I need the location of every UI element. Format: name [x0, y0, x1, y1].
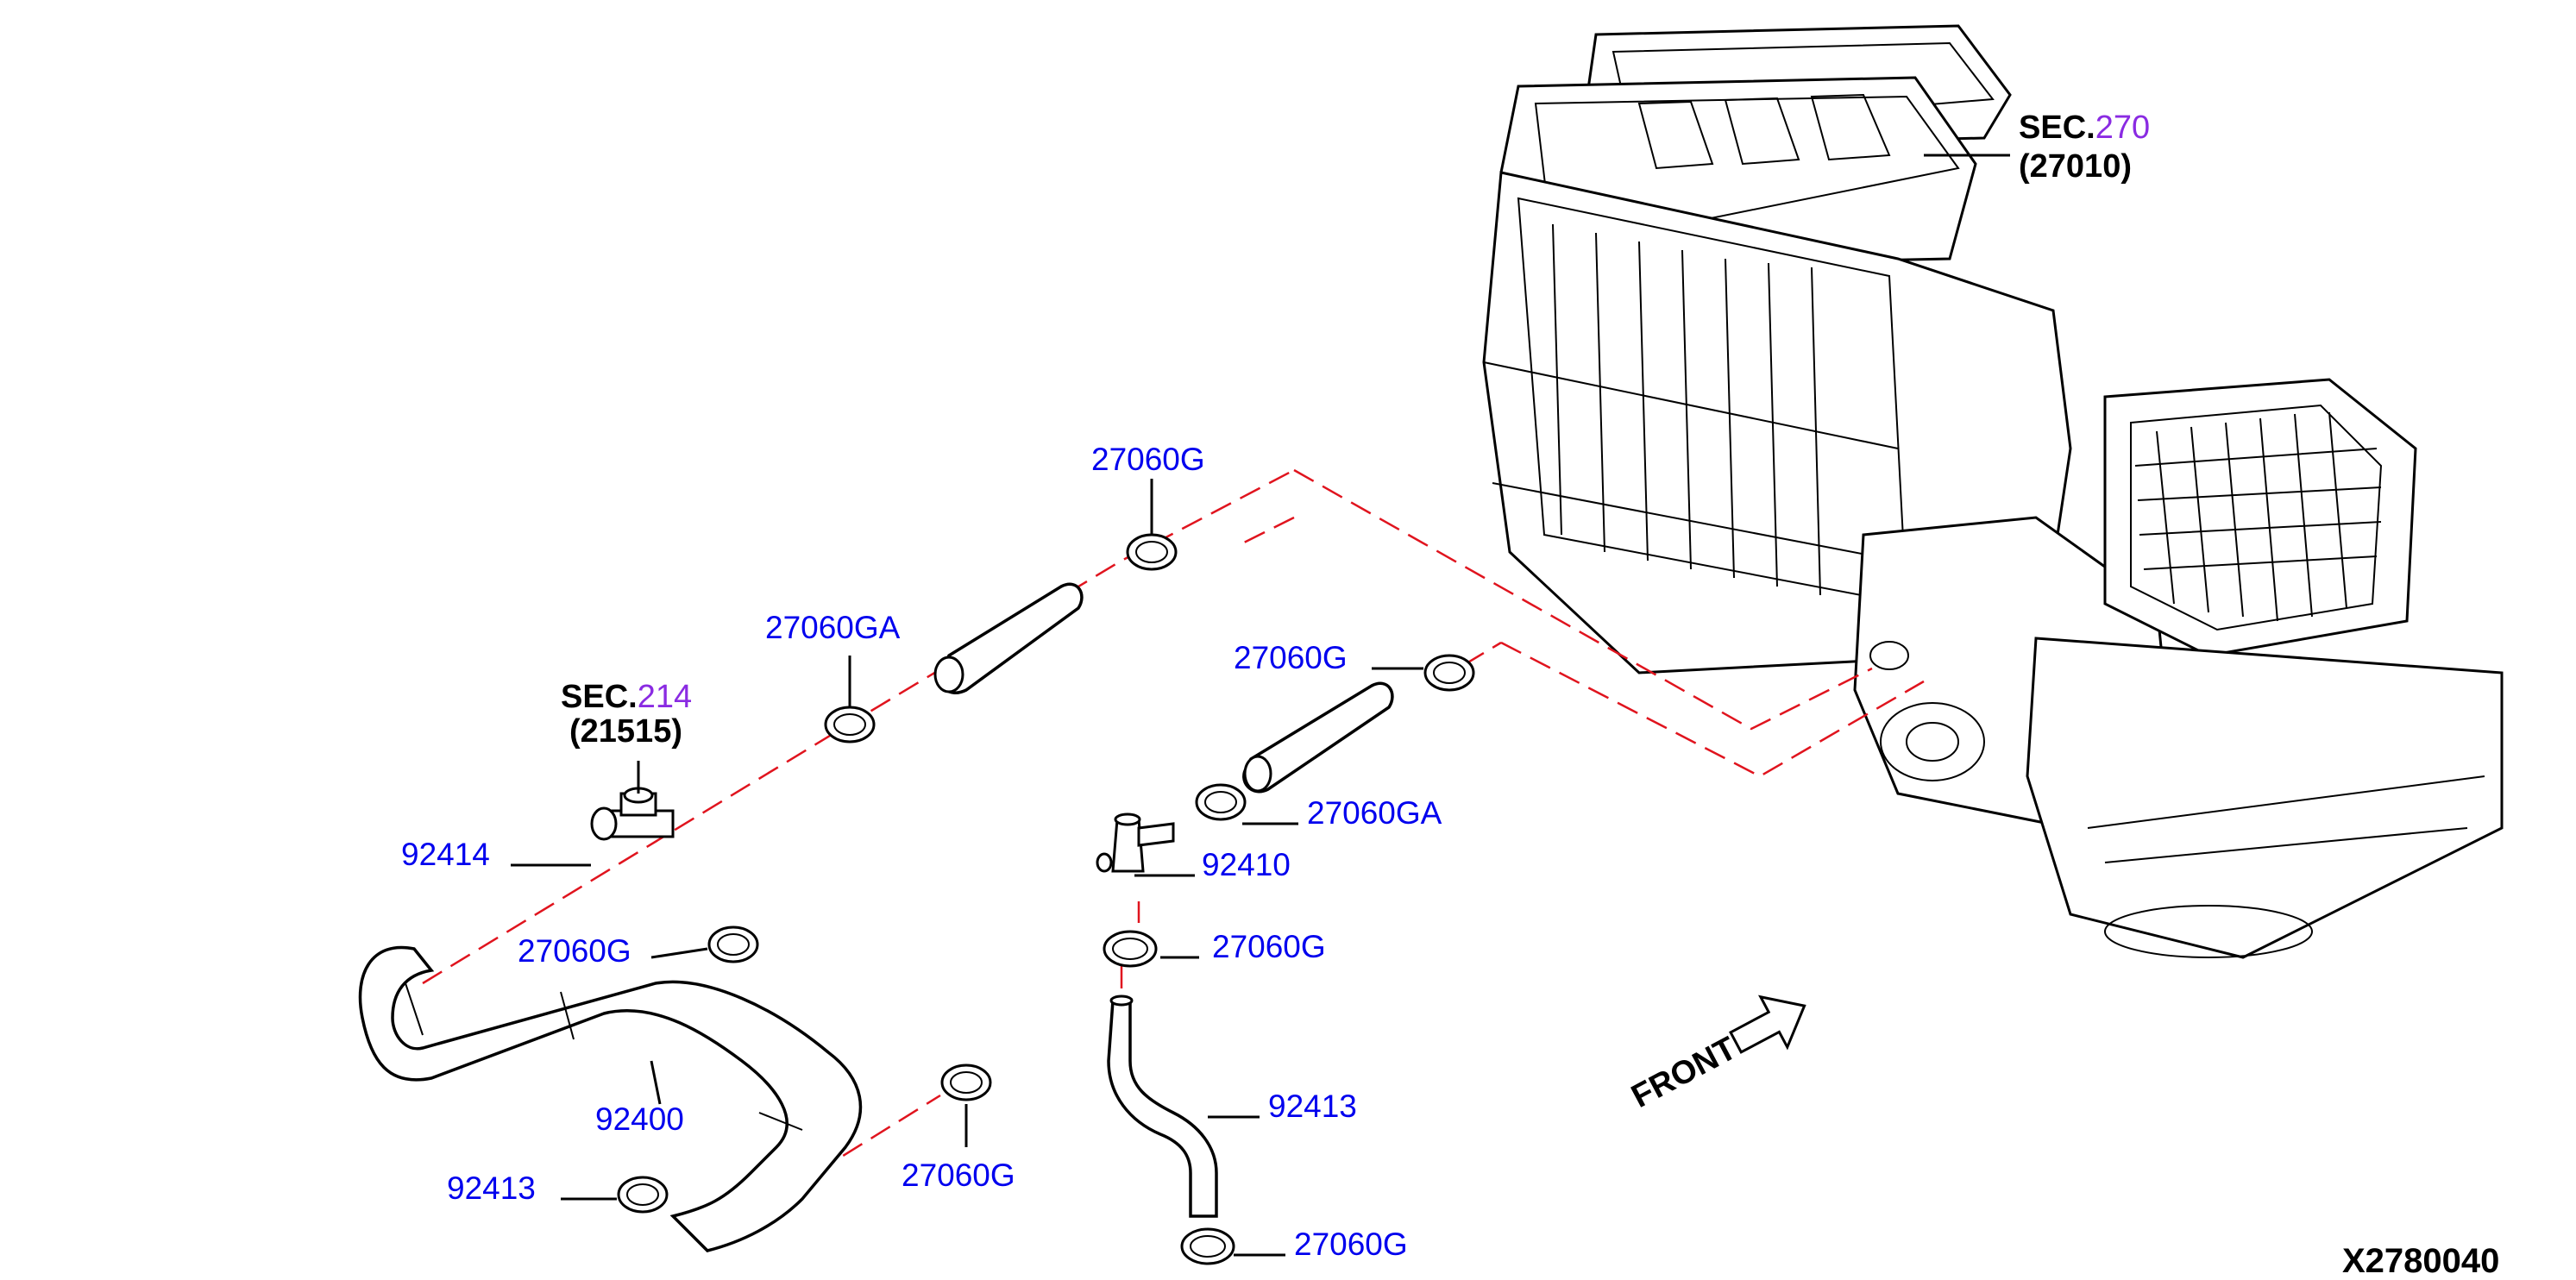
- clamps: [617, 533, 1475, 1265]
- tee-fitting-92410: [1096, 813, 1175, 873]
- front-label: FRONT: [1626, 1030, 1743, 1115]
- sec214-label: SEC.214: [561, 679, 692, 715]
- front-indicator: FRONT: [1626, 995, 1806, 1115]
- label-92413-right: 92413: [1268, 1089, 1357, 1124]
- clamp-27060G-left-mid: [707, 925, 759, 963]
- front-arrow-icon: [1729, 995, 1806, 1054]
- clamp-27060GA-upper: [824, 706, 876, 744]
- tee-fitting-92414: [590, 787, 675, 841]
- label-27060GA-right: 27060GA: [1307, 795, 1442, 831]
- label-27060G-center-mid: 27060G: [1212, 929, 1326, 964]
- label-27060G-lower: 27060G: [902, 1158, 1015, 1193]
- clamp-27060G-top: [1126, 533, 1178, 571]
- label-27060GA-upper: 27060GA: [765, 610, 901, 645]
- clamp-27060G-right-upper: [1423, 654, 1475, 692]
- hose-upper-27060GA: [933, 582, 1084, 694]
- hose-92413-right: [1107, 995, 1218, 1218]
- hose-right-27060GA: [1242, 681, 1394, 794]
- label-27060G-bottom: 27060G: [1294, 1227, 1408, 1262]
- clamp-92413-left: [617, 1176, 669, 1214]
- sec214-ref: (21515): [569, 713, 682, 750]
- leader-lines: [511, 154, 2010, 1257]
- clamp-27060G-lower: [940, 1064, 992, 1101]
- clamp-27060G-center-mid: [1103, 930, 1158, 968]
- clamp-27060GA-right: [1195, 783, 1247, 821]
- label-27060G-left-mid: 27060G: [518, 933, 631, 969]
- label-92413-left: 92413: [447, 1170, 536, 1206]
- label-27060G-right-upper: 27060G: [1234, 640, 1348, 675]
- diagram-code: X2780040: [2342, 1242, 2499, 1280]
- label-92400: 92400: [595, 1101, 684, 1137]
- clamp-27060G-bottom: [1180, 1227, 1235, 1265]
- label-92410: 92410: [1202, 847, 1291, 882]
- label-92414: 92414: [401, 837, 490, 872]
- labels: SEC.270 (27010) SEC.214 (21515) 27060G 2…: [401, 110, 2499, 1280]
- label-27060G-top: 27060G: [1091, 442, 1205, 477]
- sec270-label: SEC.270: [2019, 110, 2150, 146]
- sec270-ref: (27010): [2019, 148, 2132, 185]
- hose-92400: [358, 945, 863, 1252]
- heater-unit-assembly: [1482, 24, 2504, 959]
